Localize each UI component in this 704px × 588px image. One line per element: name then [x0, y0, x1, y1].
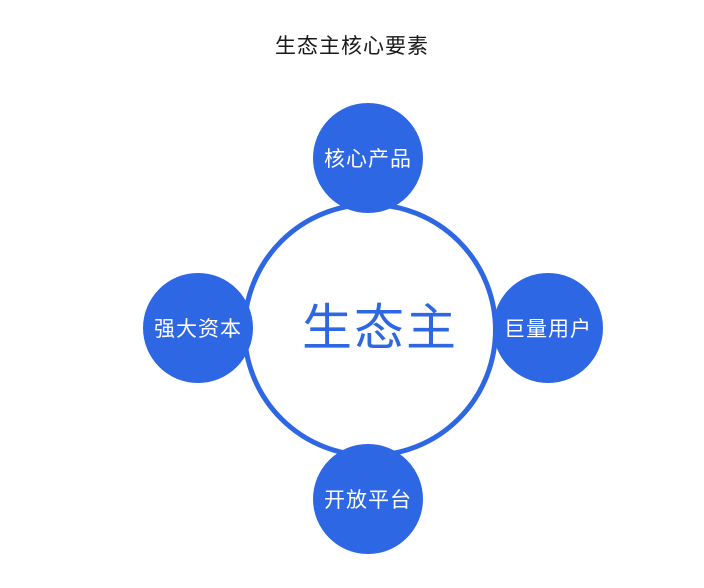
node-open-platform-label: 开放平台	[324, 488, 412, 512]
center-label: 生态主	[302, 299, 458, 357]
node-massive-users: 巨量用户	[493, 273, 603, 383]
node-open-platform: 开放平台	[313, 444, 423, 554]
node-core-product: 核心产品	[313, 103, 423, 213]
node-strong-capital: 强大资本	[143, 273, 253, 383]
node-strong-capital-label: 强大资本	[154, 317, 242, 341]
node-massive-users-label: 巨量用户	[504, 317, 592, 341]
node-core-product-label: 核心产品	[324, 147, 412, 171]
diagram-title: 生态主核心要素	[275, 34, 429, 58]
